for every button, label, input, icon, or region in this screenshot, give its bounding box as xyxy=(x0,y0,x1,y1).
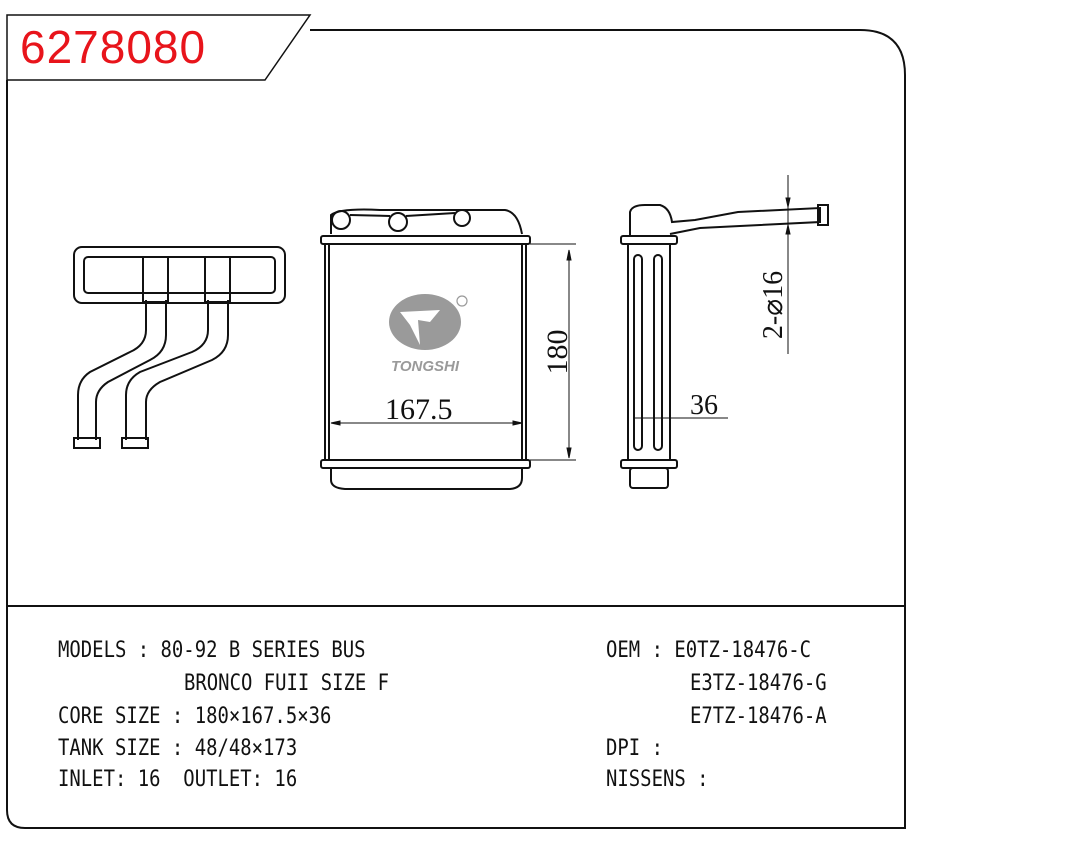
depth-dimension: 36 xyxy=(690,390,718,421)
width-dimension: 167.5 xyxy=(385,393,453,426)
pipe-dimension: 2-⌀16 xyxy=(758,271,789,339)
front-view-drawing xyxy=(320,208,531,490)
height-dimension: 180 xyxy=(541,330,574,375)
side-view-drawing xyxy=(620,204,829,489)
svg-text:TONGSHI: TONGSHI xyxy=(391,358,460,375)
oem-code-3: E7TZ-18476-A xyxy=(690,704,827,729)
models-line-2: BRONCO FUII SIZE F xyxy=(184,671,390,696)
nissens-line: NISSENS : xyxy=(606,767,709,792)
tank-size: TANK SIZE : 48/48×173 xyxy=(58,736,298,761)
oem-code-2: E3TZ-18476-G xyxy=(690,671,827,696)
part-number-title: 6278080 xyxy=(20,21,207,73)
inlet-outlet: INLET: 16 OUTLET: 16 xyxy=(58,767,298,792)
oem-line: OEM : E0TZ-18476-C xyxy=(606,638,812,663)
brand-logo: TONGSHI xyxy=(389,294,468,375)
models-line: MODELS : 80-92 B SERIES BUS xyxy=(58,638,366,663)
core-size: CORE SIZE : 180×167.5×36 xyxy=(58,704,332,729)
dpi-line: DPI : xyxy=(606,736,663,761)
top-view-drawing xyxy=(73,246,286,449)
